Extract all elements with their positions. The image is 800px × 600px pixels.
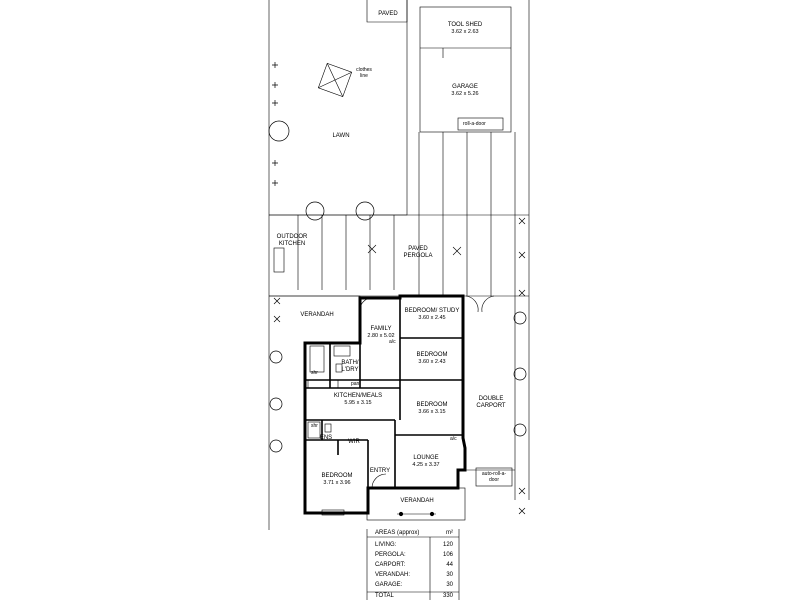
- bath-fixture: [309, 345, 325, 373]
- label-outdoor-kitchen: OUTDOOR KITCHEN: [276, 234, 308, 247]
- areas-table: AREAS (approx) m² LIVING: 120 PERGOLA: 1…: [367, 529, 459, 600]
- areas-total-value: 330: [442, 593, 453, 599]
- label-shower-bath: shr: [311, 370, 318, 376]
- bedroom-2-name: BEDROOM: [416, 352, 448, 358]
- garage-dimensions: 3.62 x 5.26: [451, 91, 479, 97]
- label-wir: WIR: [348, 439, 360, 445]
- areas-total-row: TOTAL 330: [367, 592, 459, 600]
- areas-row: CARPORT: 44: [367, 561, 459, 569]
- main-bedroom-dimensions: 3.71 x 3.96: [323, 480, 351, 486]
- carport-doors: [465, 295, 495, 313]
- house-inner-walls: [305, 298, 463, 488]
- lawn-edge: [269, 0, 408, 216]
- kitchen-meals-name: KITCHEN/MEALS: [333, 393, 383, 399]
- label-verandah-side: VERANDAH: [300, 312, 334, 318]
- areas-row-name: GARAGE:: [375, 582, 403, 588]
- tool-shed-name: TOOL SHED: [447, 22, 483, 28]
- label-lawn: LAWN: [332, 133, 350, 139]
- areas-row: VERANDAH: 30: [367, 571, 459, 579]
- roll-a-door-box: [457, 117, 504, 131]
- bedroom-study-name: BEDROOM/ STUDY: [404, 308, 460, 314]
- bedroom-door-gap: [321, 509, 345, 516]
- toilet-2: [324, 423, 332, 433]
- column-1: [398, 511, 404, 517]
- kitchen-bench: [307, 379, 339, 389]
- clothes-line-symbol: [317, 62, 353, 98]
- areas-row: GARAGE: 30: [367, 581, 459, 589]
- label-roll-a-door: roll-a-door: [463, 121, 486, 127]
- label-bath-laundry: BATH/ L'DRY: [341, 360, 359, 373]
- areas-row: PERGOLA: 106: [367, 551, 459, 559]
- areas-row-name: LIVING:: [375, 542, 397, 548]
- bedroom-3-name: BEDROOM: [416, 402, 448, 408]
- bedroom-2-dimensions: 3.60 x 2.43: [418, 359, 446, 365]
- site-boundary: [268, 0, 530, 530]
- areas-header: AREAS (approx): [375, 530, 420, 536]
- family-dimensions: 2.80 x 5.02: [367, 333, 395, 339]
- auto-roll-a-door-box: [475, 467, 513, 487]
- areas-row-value: 44: [446, 562, 453, 568]
- label-family: FAMILY 2.80 x 5.02: [362, 326, 400, 340]
- tool-shed-dimensions: 3.62 x 2.63: [451, 29, 479, 35]
- areas-unit: m²: [446, 530, 453, 536]
- lounge-name: LOUNGE: [413, 455, 439, 461]
- toilet-1: [335, 363, 343, 373]
- label-kitchen-meals: KITCHEN/MEALS 5.95 x 3.15: [326, 393, 390, 407]
- areas-row-value: 30: [446, 572, 453, 578]
- tree-symbols: [268, 120, 527, 453]
- areas-row-value: 30: [446, 582, 453, 588]
- areas-table-lines: [366, 529, 460, 600]
- laundry-fixture: [333, 345, 351, 357]
- pergola-grid: [269, 132, 529, 297]
- label-auto-roll-a-door: auto-roll-a-door: [481, 471, 507, 483]
- areas-row-name: PERGOLA:: [375, 552, 406, 558]
- family-door: [359, 297, 373, 311]
- areas-row-name: VERANDAH:: [375, 572, 411, 578]
- label-entry: ENTRY: [369, 468, 391, 474]
- shrub-symbols: [272, 62, 526, 515]
- entry-door: [371, 473, 387, 489]
- garage-outline: [419, 6, 512, 133]
- carport-edge: [466, 296, 516, 500]
- label-bedroom-2: BEDROOM 3.60 x 2.43: [404, 352, 460, 366]
- main-bedroom-name: BEDROOM: [321, 473, 353, 479]
- label-ac-family: a/c: [389, 339, 396, 345]
- label-paved-top: PAVED: [378, 11, 398, 17]
- ensuite-shower: [307, 421, 321, 439]
- bedroom-study-dimensions: 3.60 x 2.45: [418, 315, 446, 321]
- label-pantry: pan: [351, 381, 360, 387]
- garage-name: GARAGE: [452, 84, 478, 90]
- areas-row: LIVING: 120: [367, 541, 459, 549]
- house-outer-walls: [303, 294, 467, 515]
- bedroom-3-dimensions: 3.66 x 3.15: [418, 409, 446, 415]
- family-name: FAMILY: [370, 326, 392, 332]
- label-lounge: LOUNGE 4.25 x 3.37: [398, 455, 454, 469]
- areas-row-value: 106: [442, 552, 453, 558]
- label-shower-ensuite: shr: [311, 423, 318, 429]
- label-tool-shed: TOOL SHED 3.62 x 2.63: [435, 22, 495, 36]
- outdoor-kitchen-counter: [273, 247, 285, 273]
- label-ensuite: ENS: [319, 435, 333, 441]
- areas-row-name: CARPORT:: [375, 562, 406, 568]
- tool-shed-divider: [420, 47, 511, 58]
- label-main-bedroom: BEDROOM 3.71 x 3.96: [308, 473, 366, 487]
- label-garage: GARAGE 3.62 x 5.26: [435, 84, 495, 98]
- label-clothes-line: clothes line: [356, 67, 372, 79]
- label-ac-lounge: a/c: [450, 436, 457, 442]
- verandah-side-outline: [269, 295, 361, 343]
- label-bedroom-3: BEDROOM 3.66 x 3.15: [404, 402, 460, 416]
- areas-row-value: 120: [442, 542, 453, 548]
- label-double-carport: DOUBLE CARPORT: [476, 396, 506, 409]
- lounge-dimensions: 4.25 x 3.37: [412, 462, 440, 468]
- label-bedroom-study: BEDROOM/ STUDY 3.60 x 2.45: [404, 308, 460, 322]
- label-paved-pergola: PAVED PERGOLA: [403, 246, 433, 259]
- areas-total-name: TOTAL: [375, 593, 394, 599]
- kitchen-meals-dimensions: 5.95 x 3.15: [344, 400, 372, 406]
- label-verandah-front: VERANDAH: [400, 498, 434, 504]
- column-2: [429, 511, 435, 517]
